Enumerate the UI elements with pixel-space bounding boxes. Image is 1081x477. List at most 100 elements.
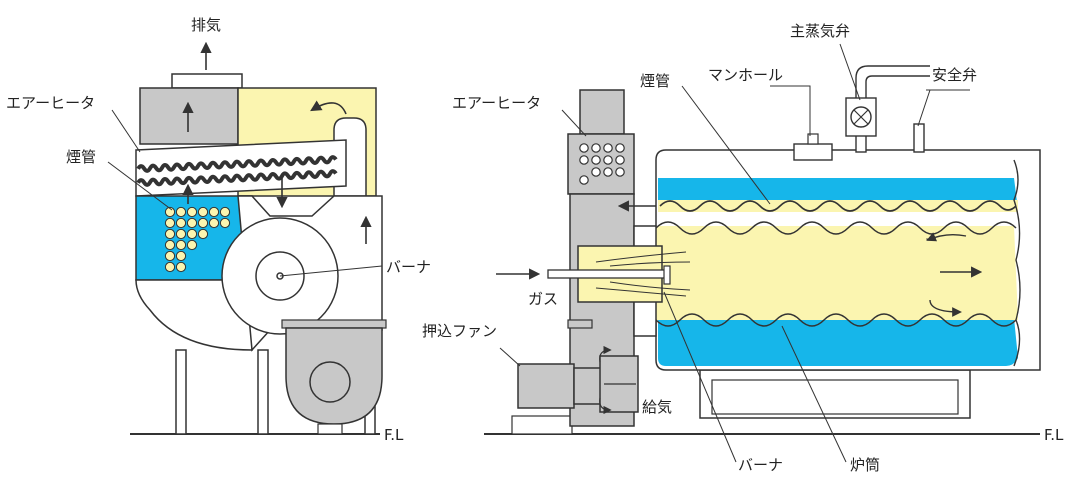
smoke-tube-circle — [186, 217, 198, 229]
lower-water — [658, 318, 1018, 366]
smoke-tube-circle — [186, 206, 198, 218]
leader-right-burner — [663, 291, 737, 463]
shell-break-line — [1013, 159, 1021, 367]
duct-flange — [567, 319, 593, 329]
furnace-top-wave — [655, 221, 1017, 235]
left-leg-1 — [175, 349, 187, 435]
smoke-tube-wave — [659, 200, 1017, 212]
return-arrow-bottom — [929, 299, 962, 317]
gas-lance — [547, 269, 669, 279]
label-forced-fan: 押込ファン — [422, 322, 497, 340]
fan-arrow-top — [599, 345, 612, 363]
air-heater-stack — [579, 89, 625, 135]
air-heater-tube-circle — [615, 167, 625, 177]
smoke-tube-circle — [164, 239, 176, 251]
air-heater-tube-circle — [603, 143, 613, 153]
smoke-tube-circle — [175, 261, 187, 273]
air-heater-tube-circle — [579, 175, 589, 185]
smoke-tube-row — [658, 200, 1018, 212]
manhole-handle — [807, 133, 819, 145]
label-exhaust: 排気 — [191, 16, 221, 34]
smoke-tube-circle — [164, 261, 176, 273]
smoke-tube-circle — [208, 217, 220, 229]
label-safety-valve: 安全弁 — [932, 66, 977, 84]
smoke-tube-circle — [164, 250, 176, 262]
fan-motor — [517, 363, 575, 409]
air-heater-tube-circle — [579, 143, 589, 153]
smoke-tube-circle — [219, 217, 231, 229]
leader-left-air-heater — [111, 109, 141, 153]
gas-return-arrow — [310, 100, 347, 115]
steam-pipe — [855, 65, 930, 98]
steam-valve-cross — [853, 109, 869, 125]
label-manhole: マンホール — [708, 66, 783, 84]
smoke-tube-circle — [197, 217, 209, 229]
air-heater-tube-circle — [579, 155, 589, 165]
smoke-tube-circle — [175, 228, 187, 240]
leader-left-smoke-tube — [107, 161, 173, 211]
side-view-figure: エアーヒータ 煙管 マンホール 主蒸気弁 安全弁 ガス 押込ファン 給気 バーナ… — [422, 22, 1064, 474]
burner-tip — [663, 265, 671, 285]
lower-shell — [135, 279, 253, 351]
smoke-tube-circle — [197, 228, 209, 240]
smoke-tube-circle — [175, 206, 187, 218]
leader-right-air-heater — [561, 109, 587, 137]
leader-forced-fan — [499, 347, 521, 367]
smoke-tube-circle — [219, 206, 231, 218]
smoke-tube-circle — [164, 206, 176, 218]
return-arrow-top — [927, 235, 967, 240]
leader-main-steam-valve — [839, 43, 861, 101]
blower-flange — [281, 319, 387, 329]
flame-lines — [595, 251, 691, 297]
air-heater-tube-circle — [591, 167, 601, 177]
air-heater-tubes — [135, 139, 347, 197]
right-air-heater-tubes — [579, 143, 625, 185]
fan-arrow-bottom — [599, 397, 612, 415]
leader-manhole — [770, 85, 811, 136]
air-heater-box — [567, 133, 635, 195]
label-gas: ガス — [528, 290, 558, 308]
blower-base — [317, 423, 343, 435]
leader-right-smoke-tube — [681, 85, 771, 205]
blower-wheel — [309, 361, 351, 403]
label-right-burner: バーナ — [738, 456, 783, 474]
manhole-cover — [793, 143, 833, 161]
furnace-bottom-wave — [655, 313, 1017, 327]
boiler-saddle-inner — [711, 379, 959, 415]
leader-left-burner — [279, 265, 383, 277]
label-left-burner: バーナ — [386, 258, 431, 276]
smoke-tube-circle — [175, 239, 187, 251]
air-heater-tube-circle — [591, 155, 601, 165]
label-right-smoke-tube: 煙管 — [640, 72, 670, 90]
smoke-tube-circle — [208, 206, 220, 218]
label-right-air-heater: エアーヒータ — [452, 94, 541, 112]
front-view-figure: 排気 エアーヒータ 煙管 バーナ F.L — [6, 16, 431, 444]
air-heater-tube-circle — [603, 167, 613, 177]
smoke-tube-circle — [164, 217, 176, 229]
leader-safety-valve — [917, 89, 931, 127]
label-right-floor: F.L — [1044, 426, 1064, 444]
label-left-floor: F.L — [384, 426, 404, 444]
label-left-air-heater: エアーヒータ — [6, 94, 95, 112]
smoke-tube-circle — [175, 217, 187, 229]
air-heater-tube-circle — [615, 143, 625, 153]
fan-coupling — [573, 367, 603, 405]
label-furnace: 炉筒 — [850, 456, 880, 474]
air-heater-tube-circle — [591, 143, 601, 153]
air-heater-tube-circle — [603, 155, 613, 165]
fan-base — [511, 415, 573, 435]
label-air-supply: 給気 — [642, 398, 672, 416]
exhaust-flange — [171, 73, 243, 89]
furnace-gas — [634, 226, 1018, 320]
smoke-tube-circle — [186, 239, 198, 251]
label-left-smoke-tube: 煙管 — [66, 148, 96, 166]
leader-furnace — [781, 325, 847, 463]
left-leg-2 — [257, 349, 269, 435]
label-main-steam-valve: 主蒸気弁 — [790, 22, 850, 40]
smoke-tube-grid — [164, 206, 231, 273]
air-heater-tube-circle — [615, 155, 625, 165]
smoke-tube-circle — [186, 228, 198, 240]
smoke-tube-circle — [197, 206, 209, 218]
